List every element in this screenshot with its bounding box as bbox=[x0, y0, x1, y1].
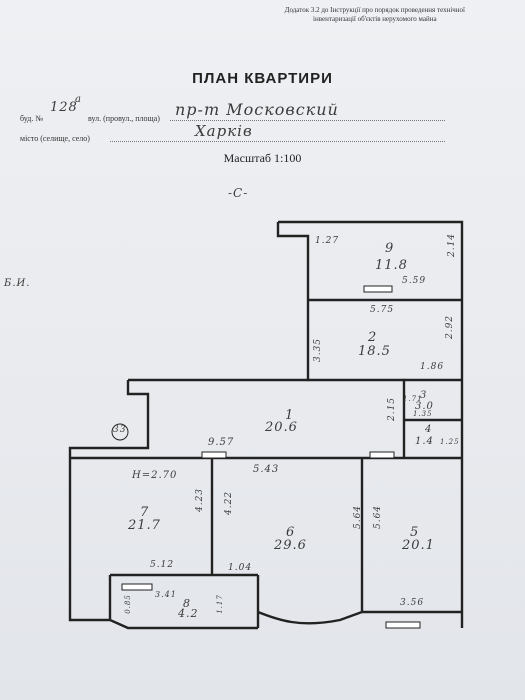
circle-mark-outline bbox=[111, 423, 129, 441]
city-underline bbox=[110, 141, 445, 142]
room-6-number: 6 bbox=[286, 525, 296, 540]
dim-564-a: 5.64 bbox=[353, 504, 364, 530]
window-room1 bbox=[201, 451, 227, 459]
dim-214: 2.14 bbox=[447, 232, 458, 258]
dim-543: 5.43 bbox=[253, 464, 280, 475]
city-name: Харків bbox=[195, 122, 253, 140]
window-room5-top bbox=[369, 451, 395, 459]
dim-104: 1.04 bbox=[228, 563, 253, 573]
header-note-line-2: інвентаризації об'єктів нерухомого майна bbox=[313, 15, 437, 23]
street-underline bbox=[170, 120, 445, 121]
wall-bay-window bbox=[257, 610, 363, 625]
room-6-area: 29.6 bbox=[274, 538, 307, 553]
wall-room8-outline bbox=[108, 575, 258, 630]
dim-186: 1.86 bbox=[420, 362, 445, 372]
circle-mark: 33 bbox=[113, 425, 127, 435]
room-7-number: 7 bbox=[140, 505, 150, 520]
dim-085: 0.85 bbox=[123, 594, 132, 614]
header-note: Додаток 3.2 до Інструкції про порядок пр… bbox=[285, 6, 465, 24]
room-2-number: 2 bbox=[368, 330, 378, 345]
window-room8 bbox=[121, 583, 153, 591]
room-1-area: 20.6 bbox=[265, 420, 298, 435]
dim-512: 5.12 bbox=[150, 560, 175, 570]
room-7-area: 21.7 bbox=[128, 518, 161, 533]
room-9-number: 9 bbox=[385, 241, 395, 256]
room-4-number: 4 bbox=[425, 424, 433, 435]
height-label: H=2.70 bbox=[132, 470, 178, 481]
dim-422: 4.22 bbox=[224, 490, 235, 516]
room-3-number: 3 bbox=[420, 390, 428, 401]
wall-room2-left bbox=[306, 300, 406, 458]
window-room5 bbox=[385, 621, 421, 629]
dim-559: 5.59 bbox=[402, 276, 427, 286]
room-5-area: 20.1 bbox=[402, 538, 435, 553]
wall-corridor-left bbox=[68, 380, 150, 458]
room-2-area: 18.5 bbox=[358, 344, 391, 359]
dim-125: 1.25 bbox=[440, 438, 460, 446]
room-8-number: 8 bbox=[183, 597, 191, 610]
city-label: місто (селище, село) bbox=[20, 134, 90, 143]
room-3-area: 3.0 bbox=[415, 401, 434, 412]
header-note-line-1: Додаток 3.2 до Інструкції про порядок пр… bbox=[284, 6, 465, 14]
dim-117: 1.17 bbox=[215, 594, 224, 614]
plan-windows bbox=[121, 285, 421, 629]
building-number-superscript: а bbox=[75, 94, 82, 105]
page-title: ПЛАН КВАРТИРИ bbox=[192, 70, 333, 87]
north-mark: -С- bbox=[228, 186, 249, 200]
street-label: вул. (провул., площа) bbox=[88, 114, 160, 123]
room-1-number: 1 bbox=[285, 408, 295, 423]
dim-564-b: 5.64 bbox=[373, 504, 384, 530]
dim-171: 1.71 bbox=[403, 395, 423, 403]
dim-135: 1.35 bbox=[413, 410, 433, 418]
street-name: пр-т Московский bbox=[175, 100, 339, 119]
dim-423: 4.23 bbox=[195, 487, 206, 513]
dim-215: 2.15 bbox=[387, 396, 398, 422]
dim-127: 1.27 bbox=[315, 236, 340, 246]
room-9-area: 11.8 bbox=[375, 258, 408, 273]
window-room9 bbox=[363, 285, 393, 293]
dim-335: 3.35 bbox=[313, 337, 324, 363]
building-number: 128 bbox=[50, 100, 78, 115]
wall-room9-left bbox=[276, 222, 310, 300]
room-8-area: 4.2 bbox=[178, 607, 199, 620]
plan-walls bbox=[68, 220, 464, 630]
wall-outer-right bbox=[278, 220, 464, 628]
dim-575: 5.75 bbox=[370, 305, 395, 315]
room-5-number: 5 bbox=[410, 525, 420, 540]
dim-292: 2.92 bbox=[445, 314, 456, 340]
building-prefix: буд. № bbox=[20, 114, 43, 123]
margin-mark: Б.И. bbox=[4, 278, 31, 289]
dim-356: 3.56 bbox=[400, 598, 425, 608]
dim-341: 3.41 bbox=[155, 590, 177, 599]
dim-957: 9.57 bbox=[208, 437, 235, 448]
room-4-area: 1.4 bbox=[415, 436, 434, 447]
scale-label: Масштаб 1:100 bbox=[223, 151, 302, 165]
wall-outer-left bbox=[68, 458, 110, 622]
